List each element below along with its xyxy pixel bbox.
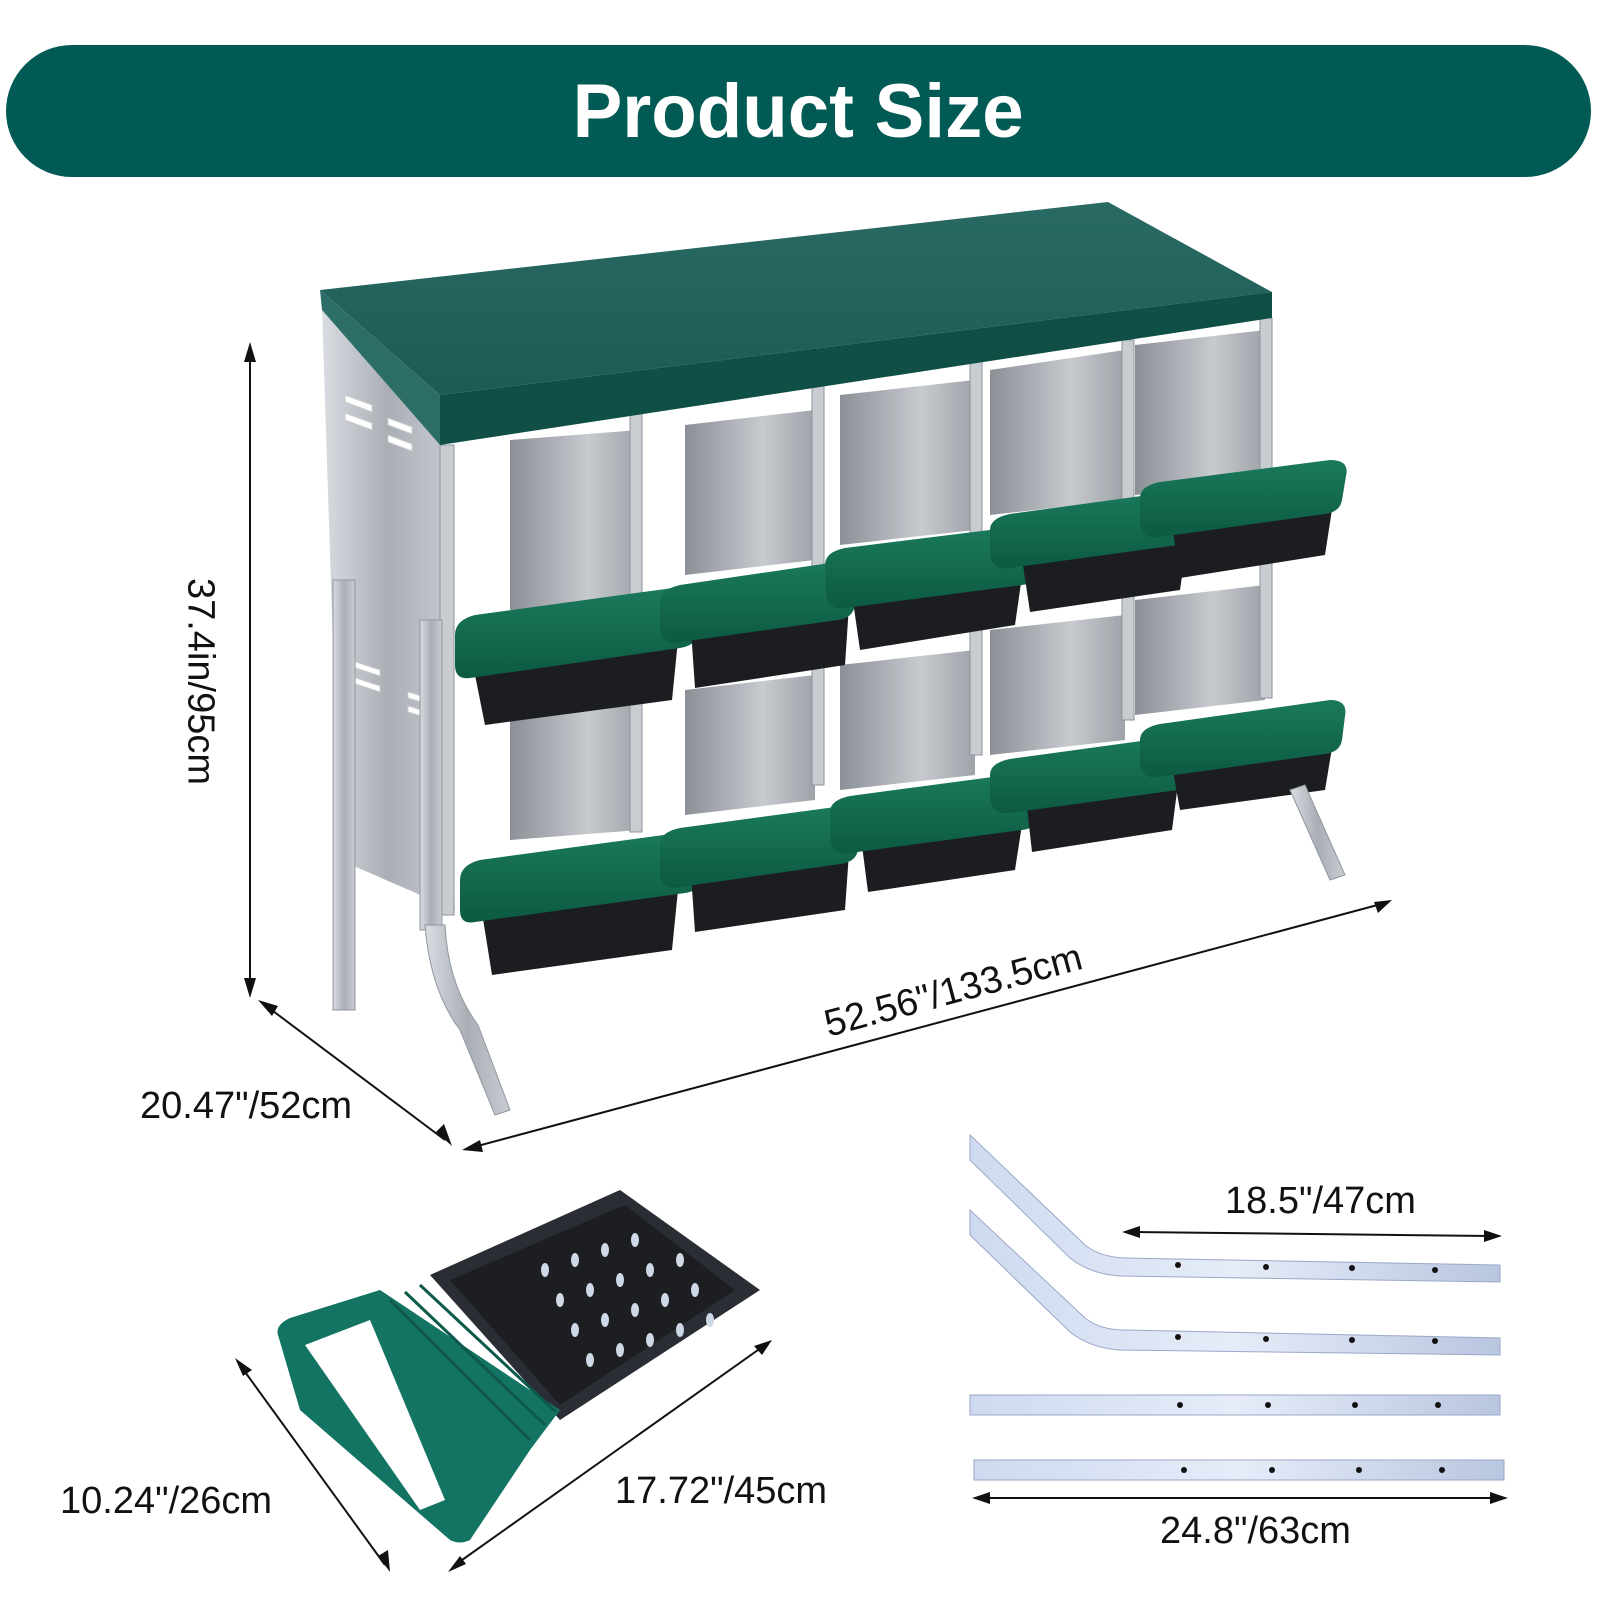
upper-nest-trays	[455, 460, 1347, 725]
roof	[320, 202, 1272, 445]
leg-straight-label: 18.5"/47cm	[1225, 1180, 1416, 1222]
tray-dimension-arrows	[235, 1340, 772, 1572]
tray-length-label: 17.72"/45cm	[615, 1470, 828, 1512]
legs-dimension-arrows	[972, 1226, 1508, 1504]
dimension-arrows	[244, 342, 1392, 1152]
header-banner: Product Size	[6, 45, 1591, 177]
page-title: Product Size	[572, 68, 1025, 154]
depth-label: 20.47"/52cm	[140, 1085, 353, 1127]
frame-legs	[332, 579, 1346, 1116]
tray-width-label: 10.24"/26cm	[60, 1480, 273, 1522]
lower-nest-trays	[460, 700, 1346, 975]
compartment-dividers	[439, 317, 1273, 916]
legs-detail	[969, 1133, 1505, 1481]
leg-total-label: 24.8"/63cm	[1160, 1510, 1351, 1552]
height-label: 37.4in/95cm	[179, 577, 222, 785]
nest-tray-detail	[277, 1190, 760, 1543]
